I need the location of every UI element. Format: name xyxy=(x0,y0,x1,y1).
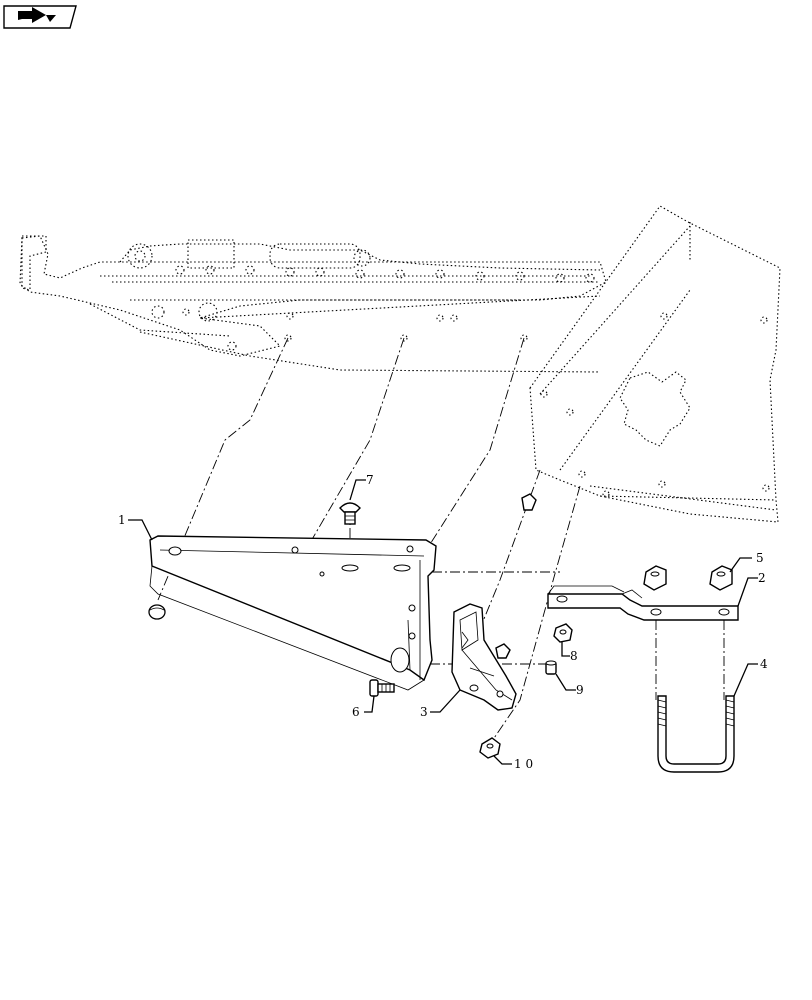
callout-8: 8 xyxy=(570,649,578,663)
next-page-arrow-icon xyxy=(18,7,56,23)
callout-1: 1 xyxy=(118,513,126,527)
callout-2: 2 xyxy=(758,571,766,585)
divider-shield xyxy=(529,205,781,523)
part-1-support-bracket xyxy=(149,535,437,691)
carriage-head xyxy=(148,604,166,620)
callout-leaders xyxy=(128,479,758,765)
part-9-spacer xyxy=(545,660,557,675)
cutterbar-assembly xyxy=(19,235,607,373)
callout-4: 4 xyxy=(760,657,768,671)
part-4-u-bolt xyxy=(657,695,735,773)
callout-10: 1 0 xyxy=(514,757,533,771)
part-6-bolt xyxy=(369,679,395,697)
part-7-carriage-bolt xyxy=(339,502,361,525)
callout-5: 5 xyxy=(756,551,764,565)
next-page-button[interactable] xyxy=(3,5,77,29)
callout-6: 6 xyxy=(352,705,360,719)
part-10-nut xyxy=(479,737,501,759)
part-5-flange-nut xyxy=(643,565,733,591)
callout-labels: 1 2 3 4 5 6 7 8 9 1 0 xyxy=(118,473,768,771)
callout-9: 9 xyxy=(576,683,584,697)
part-8-flange-nut xyxy=(553,623,573,643)
hex-bolt-small xyxy=(495,493,537,659)
part-2-strap-bracket xyxy=(547,585,739,621)
callout-3: 3 xyxy=(420,705,428,719)
part-3-bracket xyxy=(451,603,517,711)
callout-7: 7 xyxy=(366,473,374,487)
